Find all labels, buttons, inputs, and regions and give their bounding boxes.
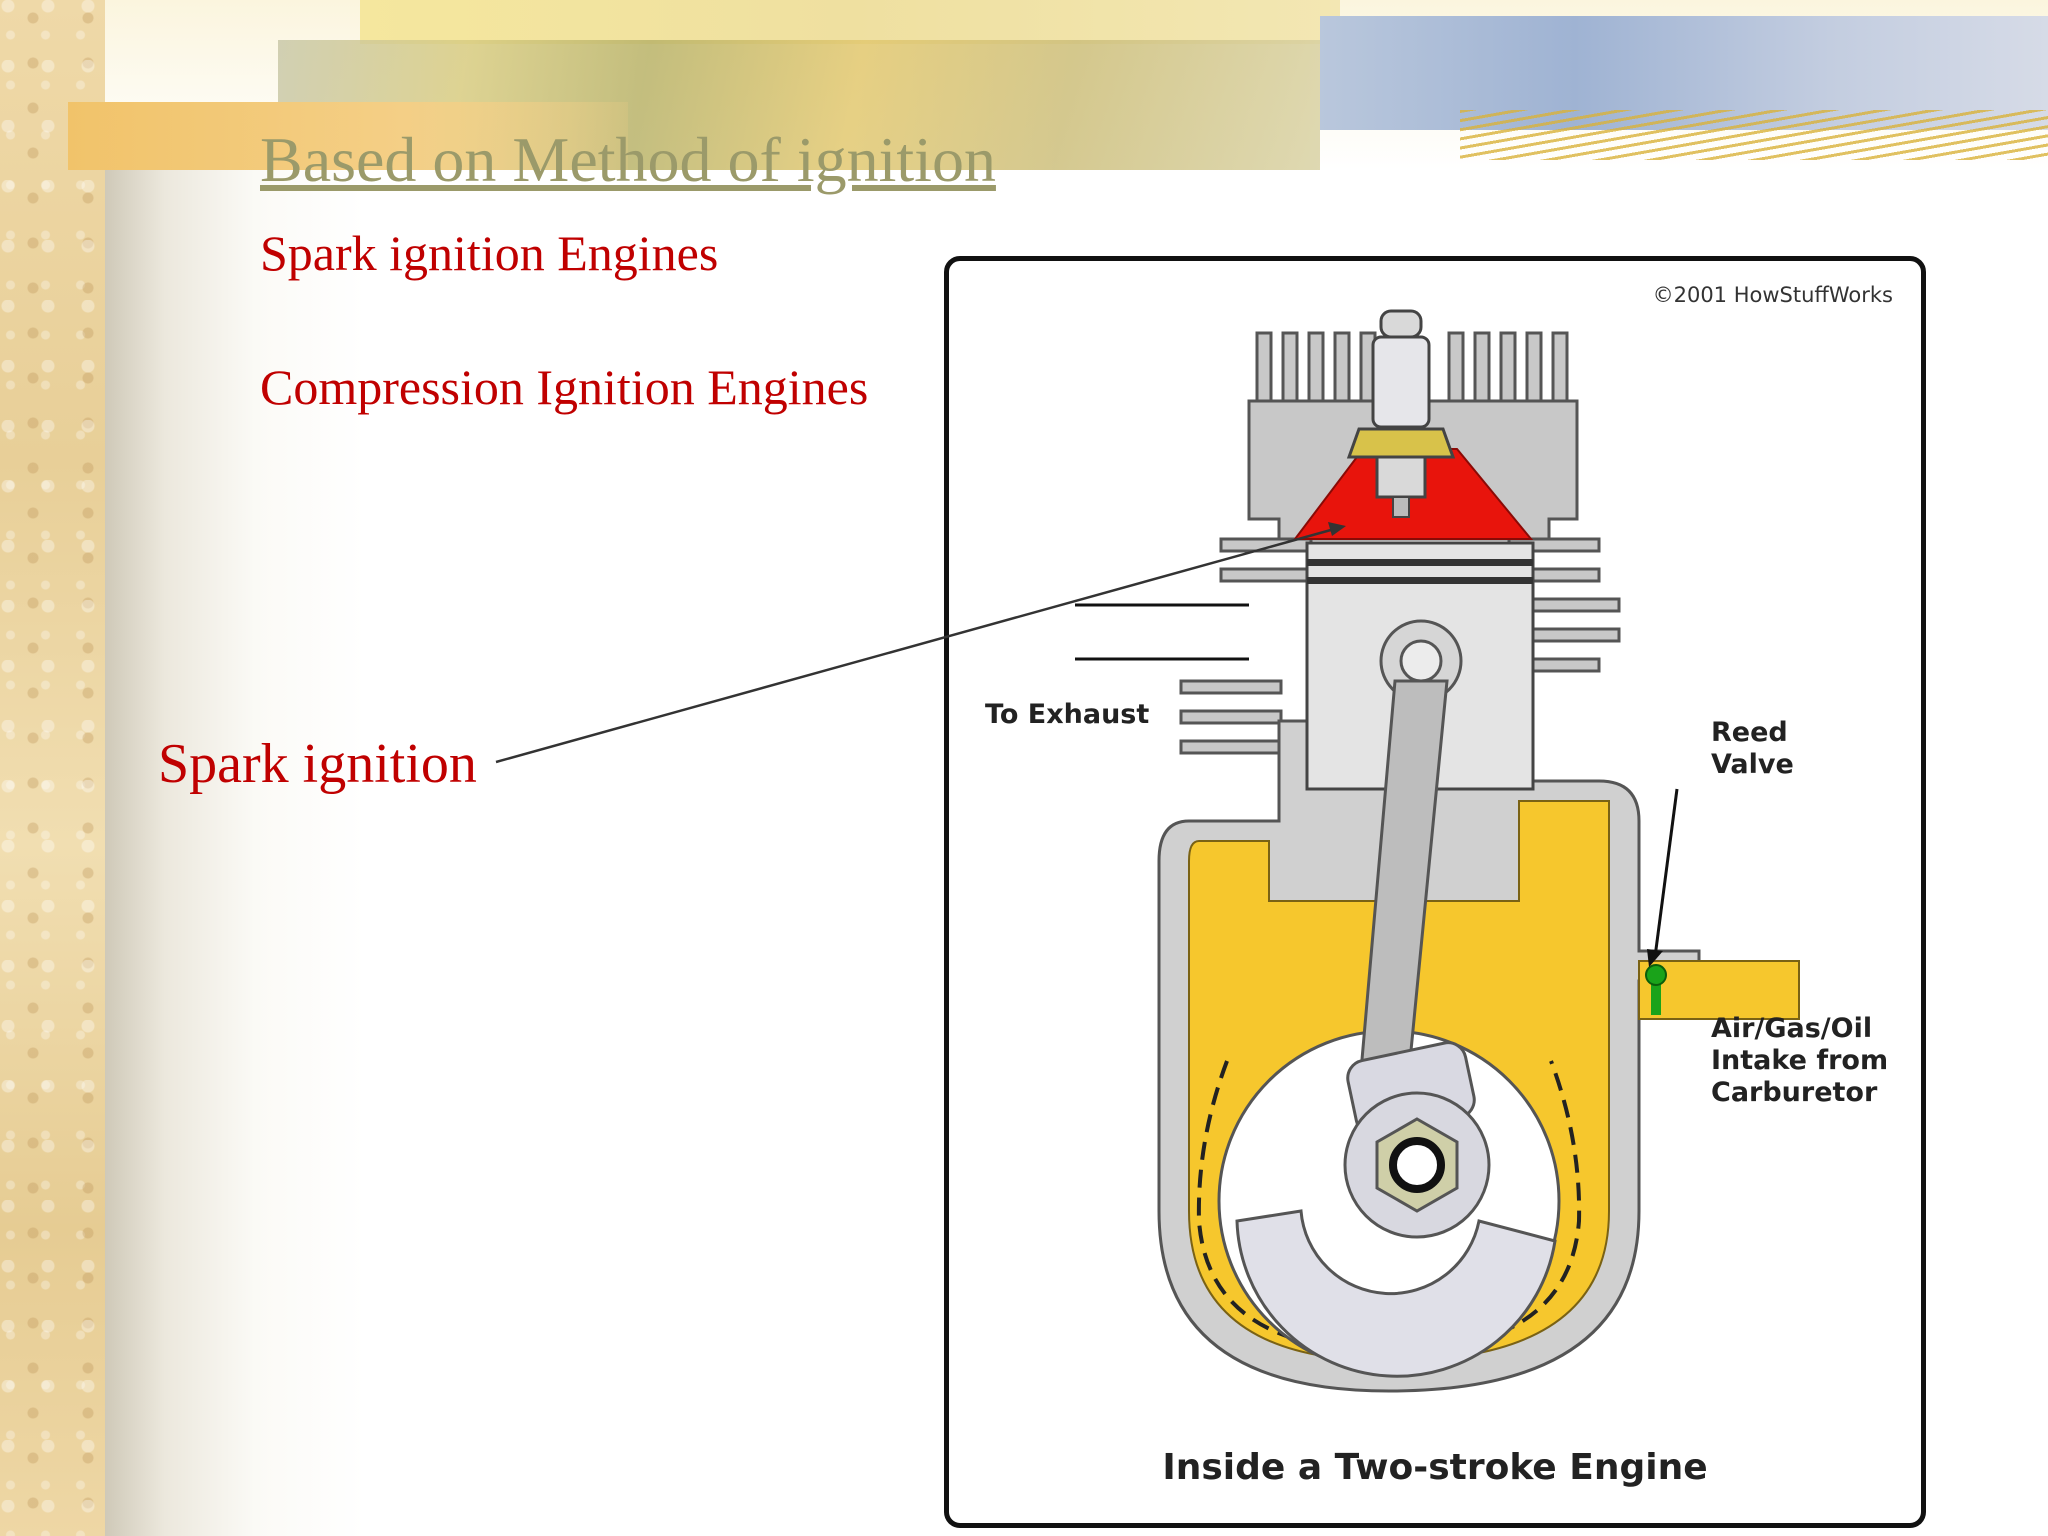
textured-paper-border (0, 0, 105, 1536)
reed-valve-leader (1653, 788, 1679, 958)
figure-caption: Inside a Two-stroke Engine (1162, 1447, 1708, 1488)
spark-plug (1346, 309, 1456, 518)
reed-valve-arrowhead (1647, 949, 1663, 967)
label-to-exhaust: To Exhaust (985, 699, 1150, 730)
two-stroke-engine-figure: ©2001 HowStuffWorks To Exhaust Reed Valv… (944, 256, 1926, 1528)
reed-valve-icon (1645, 964, 1667, 1015)
banner-flower-strip (360, 0, 1340, 44)
copyright-notice: ©2001 HowStuffWorks (1652, 283, 1893, 307)
slide-title[interactable]: Based on Method of ignition (260, 124, 996, 195)
item-spark-ignition-engines: Spark ignition Engines (260, 225, 719, 281)
item-compression-ignition-engines: Compression Ignition Engines (260, 359, 869, 415)
crankshaft-hub (1343, 1091, 1491, 1239)
banner-grass-graphic (1460, 110, 2048, 160)
banner-orange-bar (68, 102, 628, 170)
callout-spark-ignition: Spark ignition (158, 733, 477, 795)
crank-counterweight (1235, 1209, 1557, 1378)
label-intake: Air/Gas/Oil Intake from Carburetor (1711, 1013, 1889, 1108)
label-reed-valve: Reed Valve (1711, 717, 1794, 780)
engine-diagram (1075, 309, 1800, 1393)
